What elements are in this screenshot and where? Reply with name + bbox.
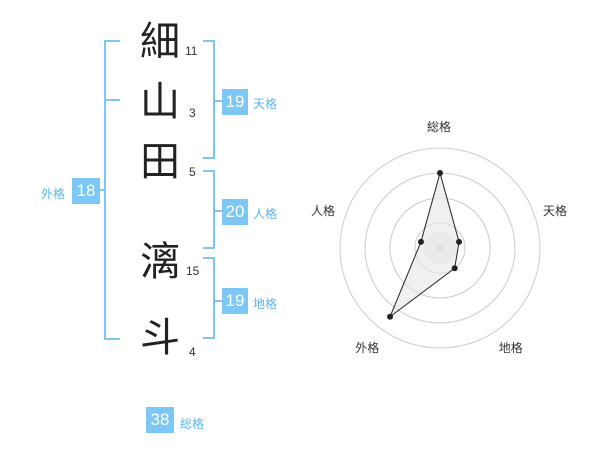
- jinkaku-value: 20: [222, 199, 248, 225]
- gaikaku-label: 外格: [41, 187, 66, 201]
- jinkaku-bracket: [203, 170, 215, 249]
- soukaku-label: 総格: [180, 417, 205, 431]
- chikaku-label: 地格: [253, 297, 278, 311]
- radar-point-2: [451, 265, 458, 272]
- name-char-1: 細: [140, 19, 180, 65]
- name-char-5-strokes: 4: [189, 345, 196, 359]
- soukaku-value: 38: [146, 407, 174, 433]
- tenkaku-label: 天格: [253, 97, 278, 111]
- tenkaku-value: 19: [222, 89, 248, 115]
- jinkaku-label: 人格: [253, 207, 278, 221]
- radar-axis-label-soukaku: 総格: [427, 120, 452, 134]
- gaikaku-value: 18: [72, 178, 100, 204]
- name-char-4-strokes: 15: [186, 264, 200, 278]
- name-char-3: 田: [140, 139, 180, 185]
- name-char-4: 漓: [140, 239, 180, 285]
- name-char-2: 山: [140, 79, 180, 125]
- name-char-2-strokes: 3: [189, 106, 196, 120]
- radar-chart: [339, 147, 541, 349]
- radar-data-polygon: [388, 171, 460, 319]
- radar-point-0: [437, 170, 443, 176]
- radar-point-3: [387, 313, 394, 320]
- name-char-1-strokes: 11: [185, 44, 198, 58]
- radar-point-1: [456, 238, 463, 245]
- tenkaku-bracket: [203, 40, 215, 159]
- radar-axis-label-gaikaku: 外格: [355, 340, 380, 355]
- name-char-3-strokes: 5: [189, 165, 196, 179]
- radar-ring: [339, 147, 541, 349]
- name-char-5: 斗: [140, 315, 180, 361]
- gaikaku-bracket: [104, 40, 120, 340]
- radar-axis-label-jinkaku: 人格: [310, 204, 335, 219]
- chikaku-bracket: [203, 257, 215, 339]
- radar-point-4: [417, 238, 424, 245]
- radar-axis-label-tenkaku: 天格: [543, 204, 568, 219]
- radar-axis-label-chikaku: 地格: [498, 340, 523, 355]
- chikaku-value: 19: [222, 288, 248, 314]
